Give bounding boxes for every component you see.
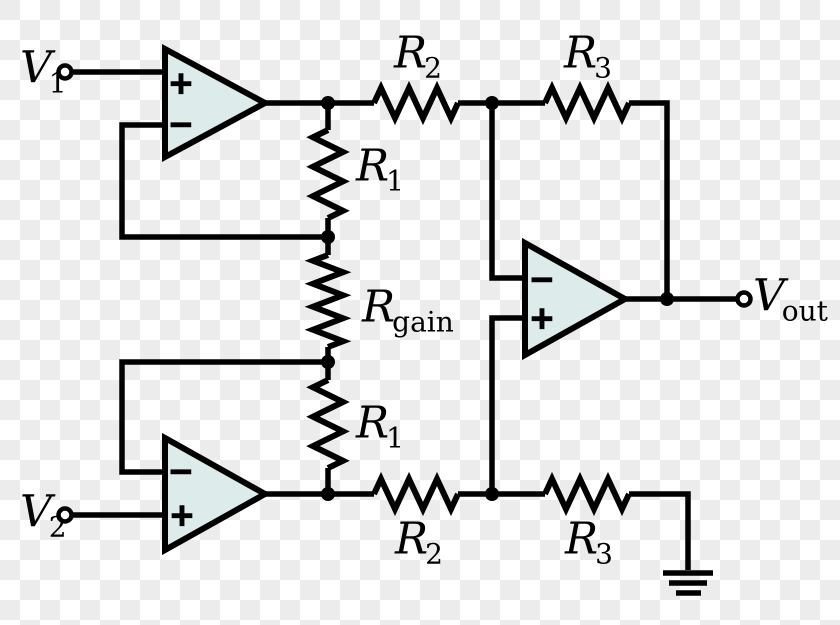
label-v1-sub: 1: [48, 66, 67, 100]
label-rgain-main: R: [362, 281, 396, 333]
terminal-v1: [56, 63, 74, 81]
label-v2-main: V: [20, 486, 52, 538]
wire-r3-top-feedback: [629, 100, 670, 299]
label-rgain: Rgain: [362, 285, 454, 339]
label-r1-top-sub: 1: [386, 164, 404, 198]
label-r2-top: R2: [394, 31, 442, 85]
label-v2-sub: 2: [48, 510, 67, 544]
opamps: [162, 43, 632, 556]
opamp1-plus-sign: +: [167, 65, 194, 102]
junction-dot: [485, 96, 499, 110]
resistor-rgain: [304, 252, 352, 350]
junction-dot: [321, 487, 335, 501]
opamp2-minus-sign: −: [167, 453, 194, 490]
label-r3-top-sub: 3: [594, 51, 612, 85]
junction-dot: [485, 487, 499, 501]
label-r2-bottom-sub: 2: [425, 537, 443, 571]
resistor-r3-bottom: [542, 471, 632, 517]
label-r3-bottom-main: R: [565, 513, 599, 565]
terminals: [56, 63, 753, 524]
opamp3-minus-sign: −: [528, 261, 555, 298]
label-rgain-sub: gain: [392, 305, 454, 339]
label-r2-bottom-main: R: [395, 513, 429, 565]
junction-dot: [660, 292, 674, 306]
opamp2-body: [162, 432, 272, 556]
label-r2-bottom: R2: [395, 517, 443, 571]
terminal-vout: [735, 290, 753, 308]
resistor-r2-bottom: [371, 471, 461, 517]
opamp1-minus-sign: −: [167, 106, 194, 143]
label-v1: V1: [20, 46, 67, 100]
terminal-v2: [56, 506, 74, 524]
opamp2-plus-sign: +: [168, 497, 195, 534]
label-v1-main: V: [20, 42, 52, 94]
resistor-r1-top: [306, 127, 350, 221]
wire-opamp3-inverting: [489, 103, 525, 281]
label-r3-bottom-sub: 3: [595, 537, 613, 571]
wire-opamp2-feedback: [119, 359, 328, 475]
wire-opamp1-feedback: [119, 122, 328, 240]
label-vout-main: V: [753, 270, 785, 322]
label-r1-bottom-main: R: [356, 397, 390, 449]
wire-r3-bottom-ground: [629, 491, 691, 570]
label-r3-bottom: R3: [565, 517, 613, 571]
opamp3-body: [522, 237, 632, 361]
resistors: [304, 80, 632, 517]
resistor-r1-bottom: [306, 377, 350, 471]
label-vout: Vout: [753, 274, 828, 328]
junction-dot: [321, 355, 335, 369]
wire-opamp3-noninverting: [489, 315, 525, 494]
junction-dot: [321, 96, 335, 110]
label-vout-sub: out: [781, 294, 828, 328]
resistor-r2-top: [371, 80, 461, 126]
opamp3-plus-sign: +: [528, 300, 555, 337]
label-v2: V2: [20, 490, 67, 544]
label-r1-top: R1: [356, 144, 404, 198]
label-r1-bottom-sub: 1: [386, 421, 404, 455]
opamp1-body: [162, 43, 272, 163]
label-r2-top-sub: 2: [424, 51, 442, 85]
label-r1-bottom: R1: [356, 401, 404, 455]
label-r3-top-main: R: [564, 27, 598, 79]
resistor-r3-top: [542, 80, 632, 126]
junction-dot: [321, 230, 335, 244]
ground-icon: [663, 570, 713, 596]
label-r3-top: R3: [564, 31, 612, 85]
label-r1-top-main: R: [356, 140, 390, 192]
label-r2-top-main: R: [394, 27, 428, 79]
junction-dots: [321, 96, 674, 501]
